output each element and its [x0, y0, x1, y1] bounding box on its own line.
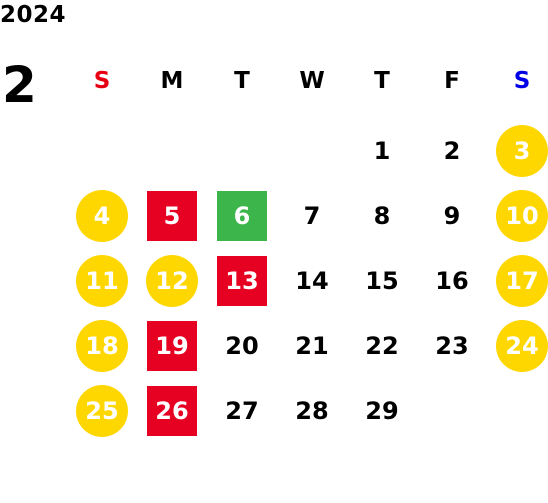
day-cell-8[interactable]: 8: [373, 202, 391, 230]
weekday-header-4: T: [374, 68, 390, 94]
day-cell-12[interactable]: 12: [146, 255, 198, 307]
day-cell-25[interactable]: 25: [76, 385, 128, 437]
day-cell-28[interactable]: 28: [295, 397, 329, 425]
day-cell-3[interactable]: 3: [496, 125, 548, 177]
day-cell-9[interactable]: 9: [443, 202, 461, 230]
day-cell-22[interactable]: 22: [365, 332, 399, 360]
day-cell-15[interactable]: 15: [365, 267, 399, 295]
month-label: 2: [2, 56, 37, 114]
day-cell-2[interactable]: 2: [443, 137, 461, 165]
weekday-header-2: T: [234, 68, 250, 94]
weekday-header-0: S: [93, 68, 111, 94]
day-cell-10[interactable]: 10: [496, 190, 548, 242]
day-cell-13[interactable]: 13: [217, 256, 267, 306]
day-cell-19[interactable]: 19: [147, 321, 197, 371]
day-cell-16[interactable]: 16: [435, 267, 469, 295]
day-cell-26[interactable]: 26: [147, 386, 197, 436]
day-cell-6[interactable]: 6: [217, 191, 267, 241]
day-cell-4[interactable]: 4: [76, 190, 128, 242]
day-cell-1[interactable]: 1: [373, 137, 391, 165]
day-cell-17[interactable]: 17: [496, 255, 548, 307]
day-cell-7[interactable]: 7: [303, 202, 321, 230]
day-cell-14[interactable]: 14: [295, 267, 329, 295]
day-cell-24[interactable]: 24: [496, 320, 548, 372]
day-cell-20[interactable]: 20: [225, 332, 259, 360]
day-cell-5[interactable]: 5: [147, 191, 197, 241]
year-label: 2024: [0, 2, 67, 28]
weekday-header-1: M: [160, 68, 184, 94]
weekday-header-5: F: [444, 68, 460, 94]
day-cell-11[interactable]: 11: [76, 255, 128, 307]
day-cell-18[interactable]: 18: [76, 320, 128, 372]
day-cell-27[interactable]: 27: [225, 397, 259, 425]
day-cell-23[interactable]: 23: [435, 332, 469, 360]
day-cell-29[interactable]: 29: [365, 397, 399, 425]
day-cell-21[interactable]: 21: [295, 332, 329, 360]
weekday-header-3: W: [299, 68, 325, 94]
weekday-header-6: S: [513, 68, 531, 94]
